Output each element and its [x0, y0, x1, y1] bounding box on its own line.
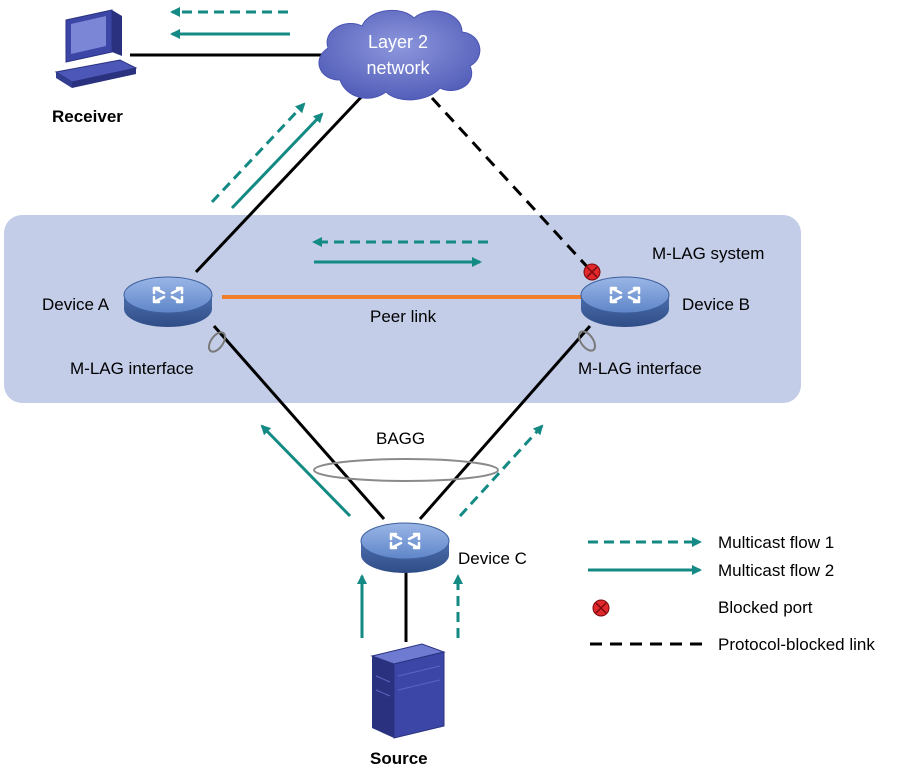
peer-link-label: Peer link [370, 307, 437, 326]
flow1-arrow-a-to-network [210, 102, 306, 204]
device-c-switch-icon [360, 522, 450, 573]
flow1-arrow-c-to-b [458, 424, 544, 518]
receiver-label: Receiver [52, 107, 123, 126]
mlag-interface-b-label: M-LAG interface [578, 359, 702, 378]
mlag-system-label: M-LAG system [652, 244, 764, 263]
bagg-label: BAGG [376, 429, 425, 448]
link-device-a-device-c [212, 325, 386, 520]
legend-blocked-port-icon [592, 599, 610, 617]
layer2-network-cloud: Layer 2 network [318, 9, 481, 101]
legend-flow2-label: Multicast flow 2 [718, 561, 834, 580]
source-server-icon [370, 643, 446, 739]
device-c-label: Device C [458, 549, 527, 568]
legend-protocol-blocked-label: Protocol-blocked link [718, 635, 875, 654]
device-a-label: Device A [42, 295, 110, 314]
bagg-marker [313, 458, 499, 482]
cloud-label-line2: network [366, 58, 430, 78]
legend-flow1-label: Multicast flow 1 [718, 533, 834, 552]
mlag-interface-a-marker [208, 331, 226, 353]
flow2-arrow-a-to-network [230, 112, 324, 210]
legend: Multicast flow 1 Multicast flow 2 Blocke… [588, 533, 875, 654]
link-network-device-a [194, 90, 368, 274]
receiver-pc-icon [54, 9, 138, 88]
device-b-switch-icon [580, 276, 670, 327]
blocked-port-icon [583, 263, 601, 281]
device-b-label: Device B [682, 295, 750, 314]
mlag-interface-a-label: M-LAG interface [70, 359, 194, 378]
mlag-system-region [4, 215, 801, 403]
device-a-switch-icon [123, 276, 213, 327]
flow2-arrow-c-to-a [260, 424, 352, 518]
legend-blocked-port-label: Blocked port [718, 598, 813, 617]
cloud-label-line1: Layer 2 [368, 32, 428, 52]
mlag-interface-b-marker [578, 330, 596, 352]
source-label: Source [370, 749, 428, 768]
link-device-b-device-c [418, 325, 592, 520]
